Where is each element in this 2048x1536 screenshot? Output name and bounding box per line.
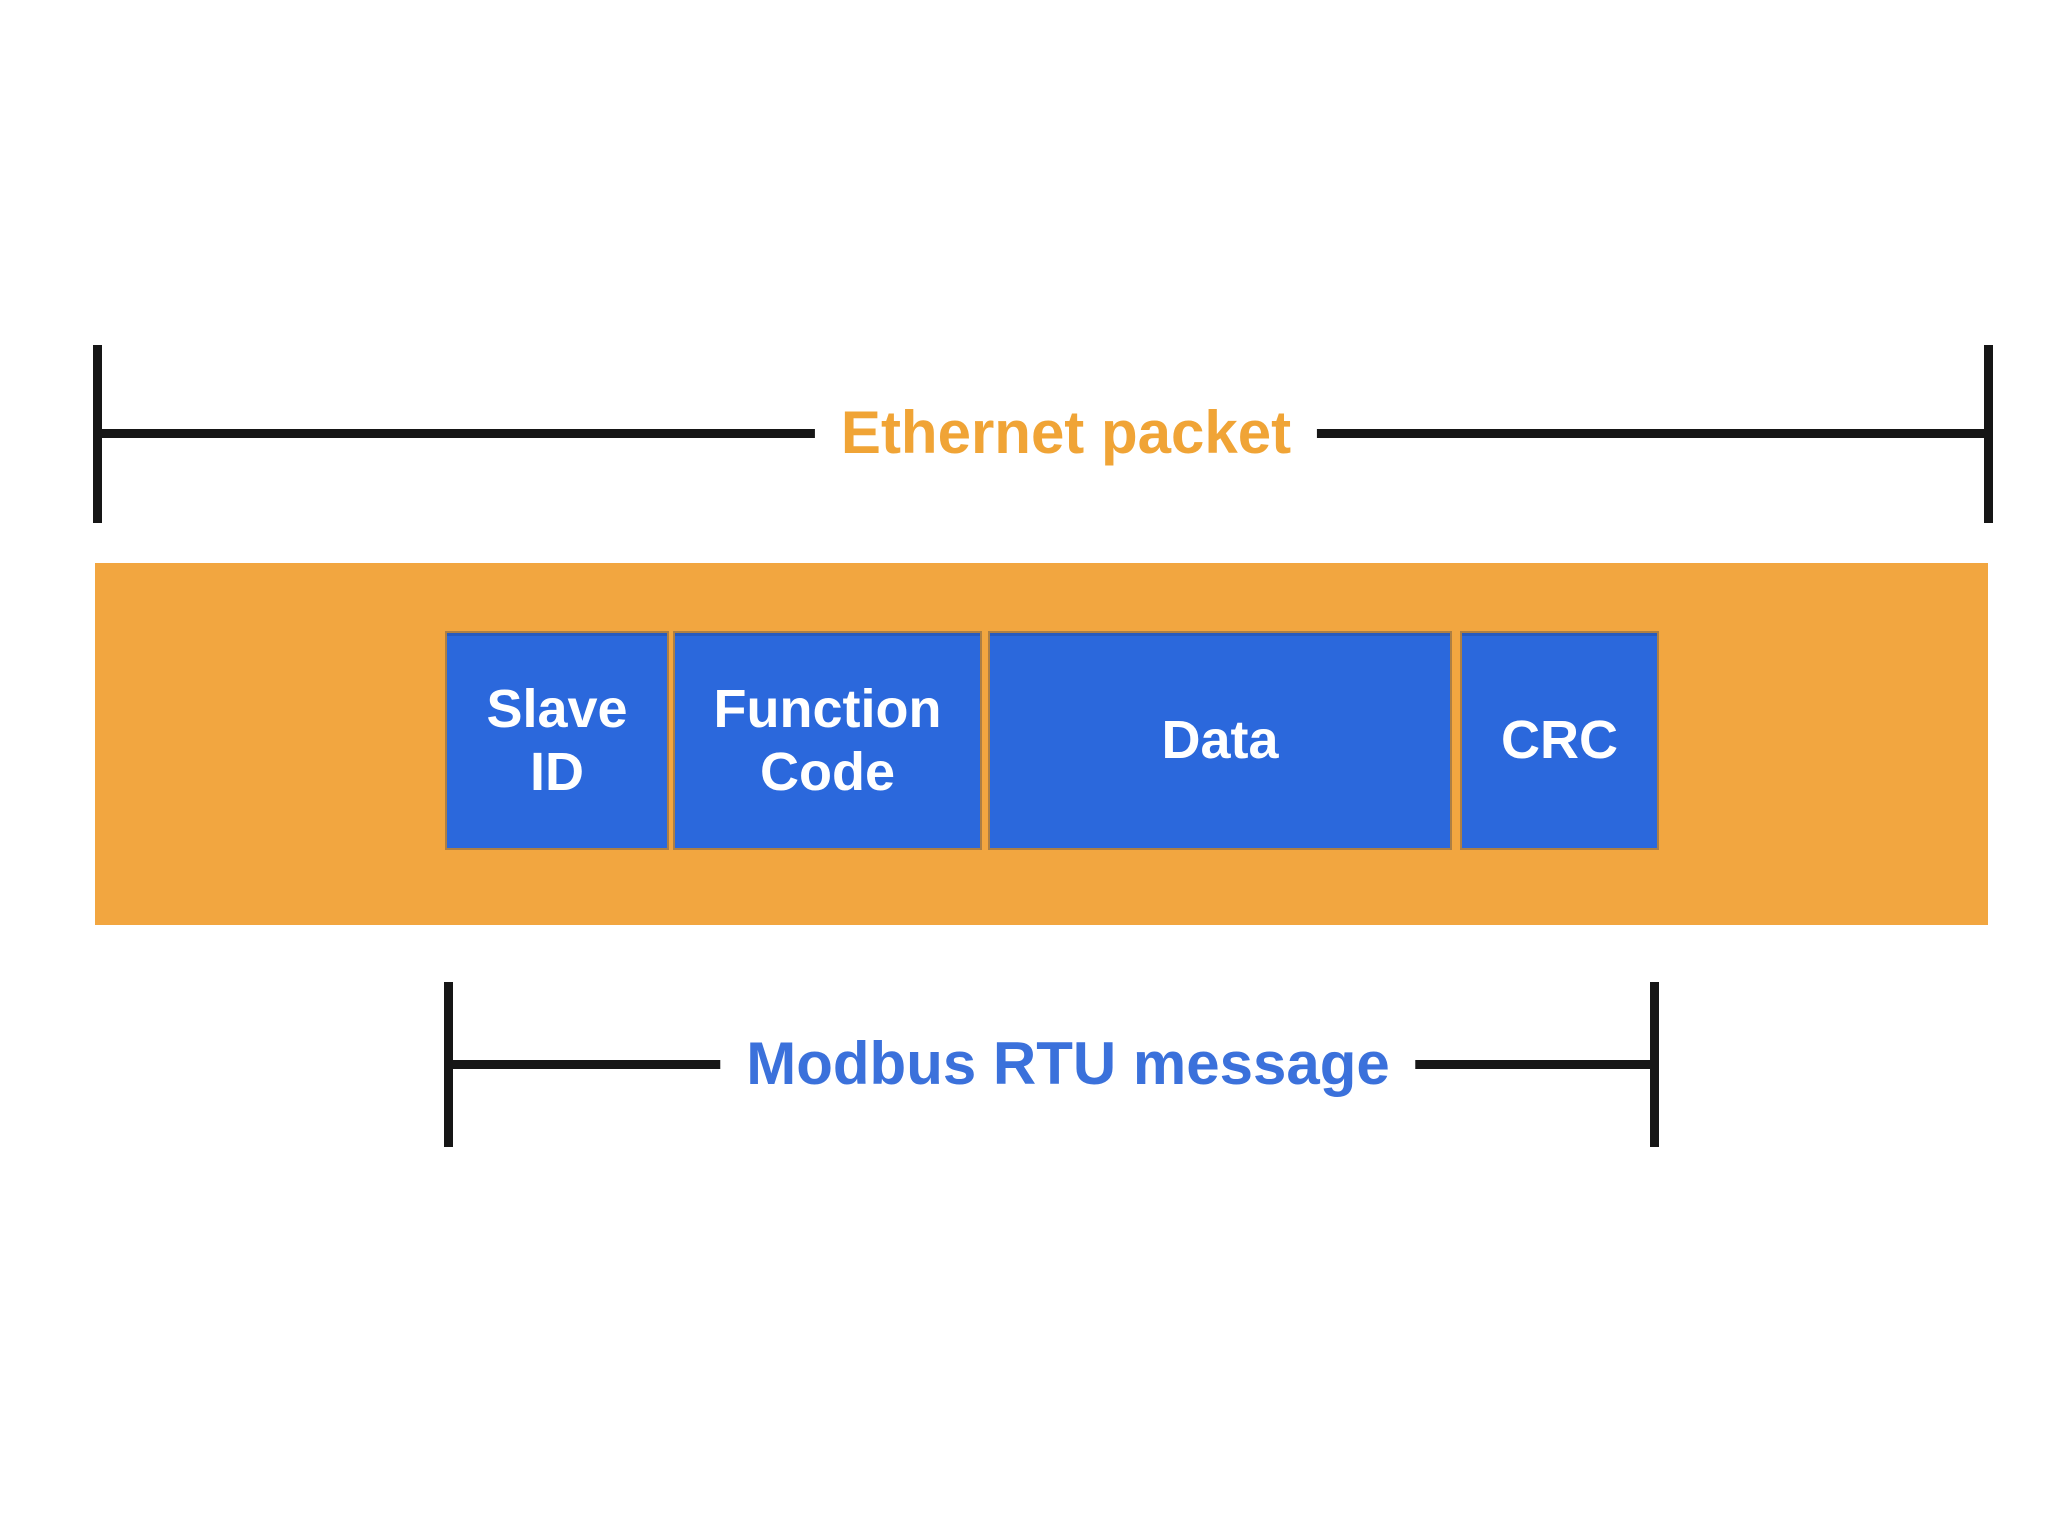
- field-label: Code: [760, 741, 895, 802]
- field-function-code: Function Code: [675, 633, 980, 848]
- field-slave-id: Slave ID: [447, 633, 667, 848]
- field-data: Data: [990, 633, 1450, 848]
- field-label: ID: [530, 741, 584, 802]
- field-label: Slave: [486, 678, 628, 739]
- field-label: Function: [713, 678, 942, 739]
- ethernet-packet-label: Ethernet packet: [814, 401, 1318, 465]
- ethernet-bracket-right-tick: [1984, 345, 1993, 523]
- field-label: CRC: [1501, 710, 1618, 770]
- field-label: Data: [1161, 710, 1279, 770]
- modbus-bracket-right-tick: [1650, 982, 1659, 1147]
- field-crc: CRC: [1462, 633, 1657, 848]
- modbus-rtu-message-label: Modbus RTU message: [720, 1032, 1416, 1096]
